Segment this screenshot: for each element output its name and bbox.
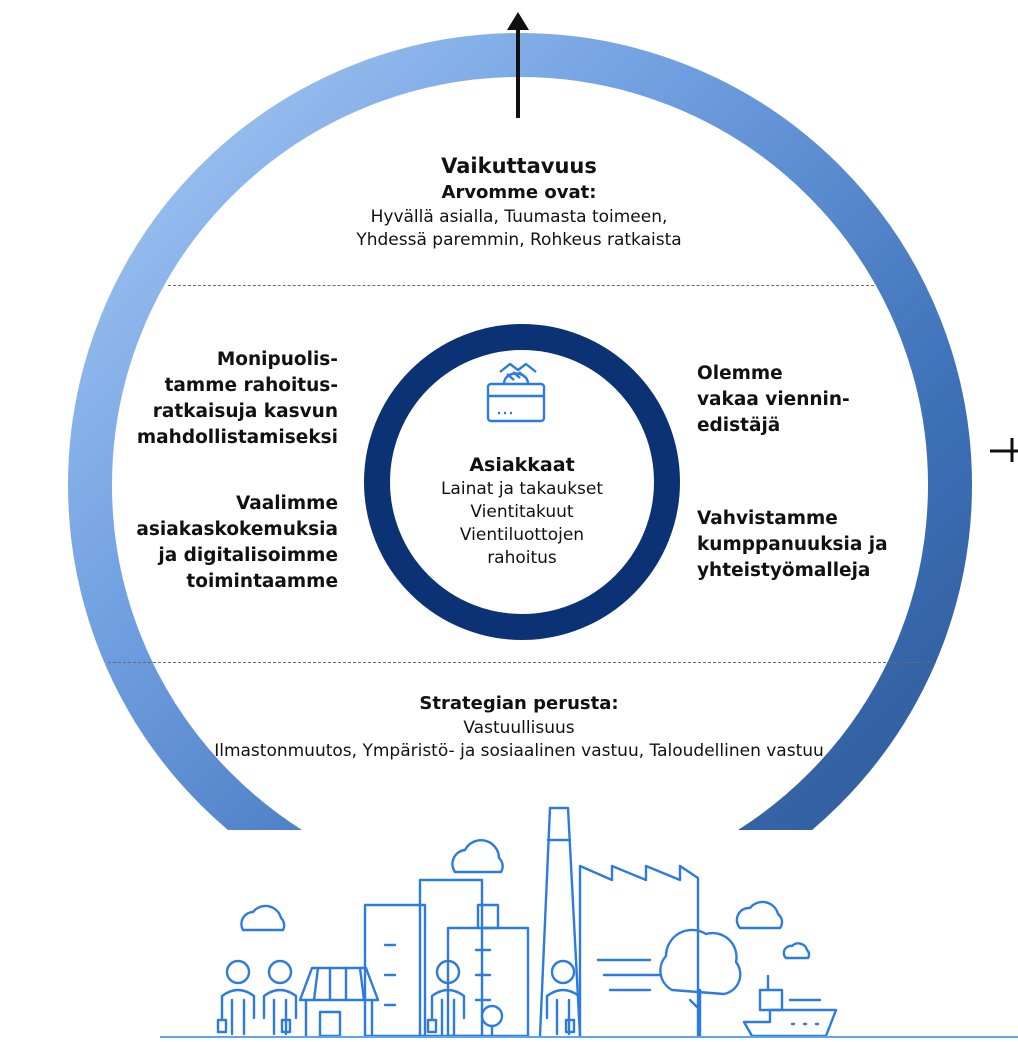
- values-line-1: Hyvällä asialla, Tuumasta toimeen,: [370, 207, 668, 227]
- cloud-icon: [240, 904, 286, 932]
- top-divider: [168, 285, 874, 286]
- foundation-heading: Strategian perusta:: [419, 693, 619, 714]
- page-title: Vaikuttavuus: [441, 154, 597, 178]
- bottom-divider: [108, 662, 936, 663]
- values-heading: Arvomme ovat:: [441, 182, 597, 203]
- person-icon: [545, 959, 581, 1036]
- office-building-icon: [363, 878, 530, 1038]
- up-arrow-icon: [507, 12, 529, 118]
- person-icon: [216, 959, 256, 1036]
- inner-ring: [364, 324, 680, 640]
- left-item-1: Monipuolis- tamme rahoitus- ratkaisuja k…: [136, 349, 338, 448]
- right-item-2: Vahvistamme kumppanuuksia ja yhteistyöma…: [697, 508, 888, 581]
- person-icon: [262, 959, 298, 1036]
- left-item-2: Vaalimme asiakaskokemuksia ja digitaliso…: [136, 493, 338, 592]
- city-illustration: [216, 806, 838, 1038]
- cloud-icon: [782, 942, 811, 960]
- cloud-icon: [451, 839, 504, 874]
- right-arrow-icon: [990, 438, 1018, 462]
- center-title: Asiakkaat: [469, 454, 575, 476]
- person-icon: [426, 959, 466, 1036]
- foundation-line-1: Vastuullisuus: [463, 718, 575, 738]
- foundation-line-2: Ilmastonmuutos, Ympäristö- ja sosiaaline…: [214, 741, 824, 761]
- right-item-1: Olemme vakaa viennin- edistäjä: [697, 363, 850, 436]
- center-section: Asiakkaat Lainat ja takaukset Vientitaku…: [422, 452, 622, 570]
- briefcase-with-handshake-icon: [486, 362, 546, 423]
- factory-chimney-icon: [538, 806, 700, 1038]
- bottom-section: Strategian perusta: Vastuullisuus Ilmast…: [109, 691, 929, 763]
- top-section: Vaikuttavuus Arvomme ovat: Hyvällä asial…: [219, 152, 819, 252]
- ship-icon: [742, 974, 838, 1038]
- tree-icon: [659, 928, 742, 1038]
- market-stall-icon: [298, 966, 380, 1038]
- cloud-icon: [735, 900, 784, 930]
- values-line-2: Yhdessä paremmin, Rohkeus ratkaista: [356, 230, 682, 250]
